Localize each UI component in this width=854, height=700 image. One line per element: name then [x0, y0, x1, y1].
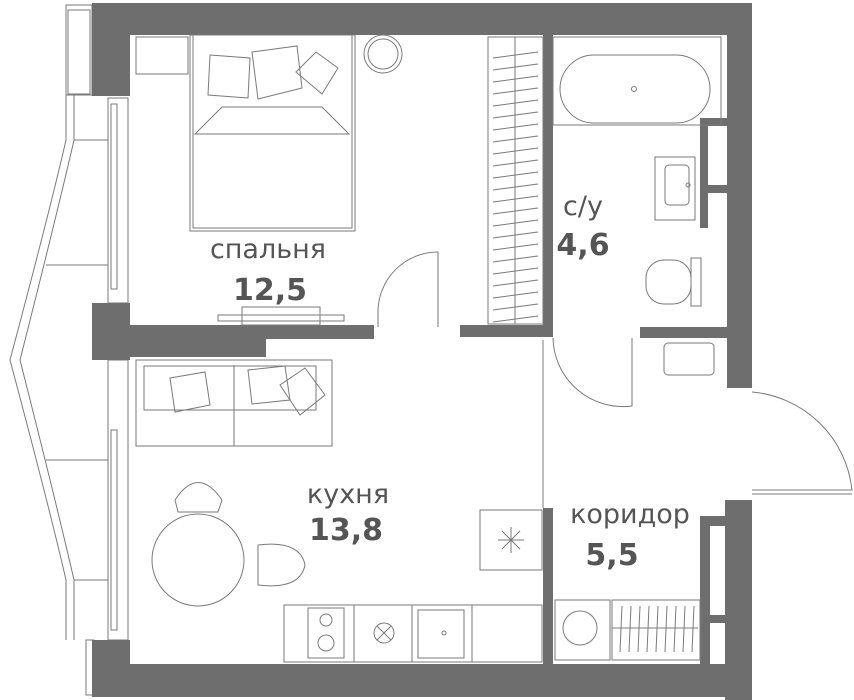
hanger: [646, 605, 650, 653]
room-area: 4,6: [556, 228, 609, 263]
sink: [654, 156, 696, 221]
hanger: [492, 219, 539, 227]
kitchen-sink: [417, 609, 465, 659]
hanger: [691, 605, 695, 653]
cabinet: [663, 342, 715, 376]
nightstand: [135, 36, 189, 75]
corridor-fixtures: [554, 599, 701, 661]
bathroom-fixtures: [552, 36, 722, 376]
room-name: с/у: [563, 191, 603, 222]
chair: [257, 543, 306, 587]
hanger: [492, 195, 539, 203]
hanger: [492, 183, 539, 191]
bedroom-door: [377, 251, 439, 327]
hanger: [492, 51, 539, 59]
room-name: кухня: [307, 479, 389, 510]
hanger: [637, 605, 641, 653]
hanger: [492, 243, 539, 251]
room-bathroom: с/у 4,6: [556, 191, 609, 263]
hanger: [492, 147, 539, 155]
hanger: [492, 315, 539, 323]
dishwasher: [373, 622, 395, 644]
hanger: [492, 159, 539, 167]
stove: [307, 607, 345, 659]
hanger: [492, 135, 539, 143]
room-name: спальня: [210, 234, 326, 265]
room-area: 5,5: [585, 538, 638, 573]
hanger: [492, 231, 539, 239]
fridge: [479, 509, 543, 571]
bathtub: [552, 36, 722, 126]
hanger: [628, 605, 632, 653]
pillow: [251, 45, 303, 100]
hanger: [673, 605, 677, 653]
room-corridor: коридор 5,5: [570, 499, 690, 573]
hanger: [492, 291, 539, 299]
room-area: 13,8: [309, 513, 383, 548]
bed: [189, 34, 356, 232]
hanger: [492, 207, 539, 215]
hanger: [492, 63, 539, 71]
hanger: [492, 111, 539, 119]
washing-machine: [554, 599, 611, 661]
table: [151, 513, 245, 607]
pillow: [207, 54, 251, 99]
hanger: [664, 605, 668, 653]
hanger: [492, 279, 539, 287]
kitchen-furniture: [135, 340, 544, 663]
hanger: [492, 303, 539, 311]
closet: [611, 599, 701, 661]
entrance-door: [751, 391, 853, 491]
bathroom-door: [552, 337, 633, 408]
room-bedroom: спальня 12,5: [210, 234, 326, 308]
walls: [92, 3, 752, 700]
hanger: [492, 171, 539, 179]
bedroom-furniture: [135, 34, 544, 326]
pillow: [295, 51, 339, 95]
hanger: [492, 87, 539, 95]
kitchen-counter: [283, 604, 543, 663]
toilet: [645, 259, 692, 305]
hanger: [682, 605, 686, 653]
tv-stand: [217, 314, 345, 322]
room-name: коридор: [570, 499, 690, 530]
hanger: [492, 75, 539, 83]
lamp: [363, 34, 403, 74]
hanger: [492, 99, 539, 107]
room-area: 12,5: [233, 273, 307, 308]
hanger: [619, 605, 623, 653]
hanger: [655, 605, 659, 653]
room-kitchen: кухня 13,8: [307, 479, 389, 548]
hanger: [492, 267, 539, 275]
hanger: [492, 255, 539, 263]
chair: [174, 482, 223, 513]
hanger: [492, 123, 539, 131]
